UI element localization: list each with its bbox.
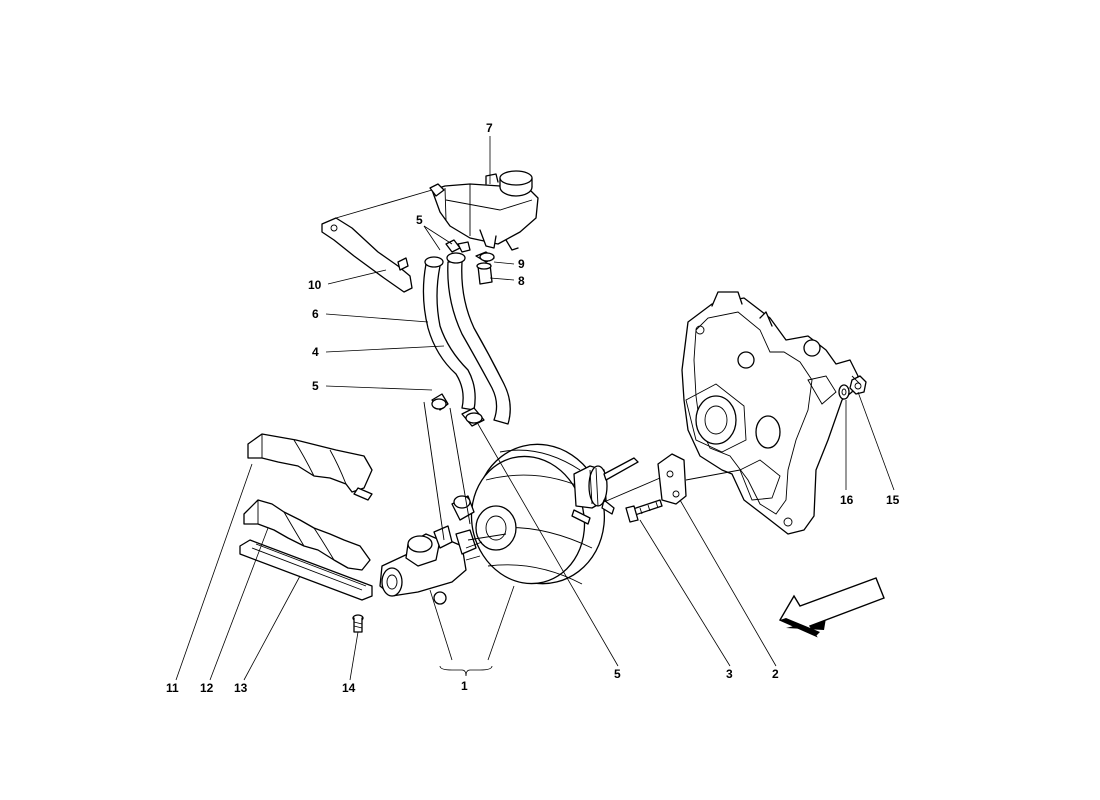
support-bracket-13 xyxy=(239,539,373,601)
hose-clamp-bottom xyxy=(431,393,485,427)
brake-booster xyxy=(470,443,639,585)
leader-lines xyxy=(175,136,895,681)
hose-support-lower xyxy=(243,499,371,571)
callout-5-top: 5 xyxy=(416,213,423,227)
screw-14 xyxy=(352,614,364,633)
callout-11: 11 xyxy=(166,681,179,695)
callout-3: 3 xyxy=(726,667,733,681)
hose-clamp-top xyxy=(424,239,471,268)
callout-7: 7 xyxy=(486,121,493,135)
hose-6 xyxy=(422,263,476,411)
hose-4 xyxy=(447,261,511,425)
callout-15: 15 xyxy=(886,493,900,507)
callout-12: 12 xyxy=(200,681,214,695)
bolt-3 xyxy=(625,499,663,523)
master-cylinder xyxy=(379,495,483,605)
gasket-2 xyxy=(657,453,687,505)
assembly-lines xyxy=(423,375,861,541)
washer-16 xyxy=(838,384,850,400)
reservoir-bracket xyxy=(321,189,433,293)
clamp-9 xyxy=(475,251,495,263)
callout-16: 16 xyxy=(840,493,854,507)
callout-14: 14 xyxy=(342,681,356,695)
callout-2: 2 xyxy=(772,667,779,681)
callout-4: 4 xyxy=(312,345,319,359)
callout-9: 9 xyxy=(518,257,525,271)
callout-8: 8 xyxy=(518,274,525,288)
group-brace xyxy=(439,665,493,677)
pedal-box-plate xyxy=(681,291,859,535)
callout-5-mid: 5 xyxy=(312,379,319,393)
callout-13: 13 xyxy=(234,681,248,695)
fluid-reservoir xyxy=(429,170,539,251)
callout-1: 1 xyxy=(461,679,468,693)
callout-5-bottom: 5 xyxy=(614,667,621,681)
direction-arrow-icon xyxy=(779,577,885,638)
hose-support-upper xyxy=(247,433,373,501)
callout-labels: 7 5 9 8 10 6 4 5 16 15 11 12 13 14 1 5 3… xyxy=(166,121,900,695)
nut-15 xyxy=(849,375,867,395)
callout-6: 6 xyxy=(312,307,319,321)
hose-8 xyxy=(476,262,493,285)
callout-10: 10 xyxy=(308,278,322,292)
